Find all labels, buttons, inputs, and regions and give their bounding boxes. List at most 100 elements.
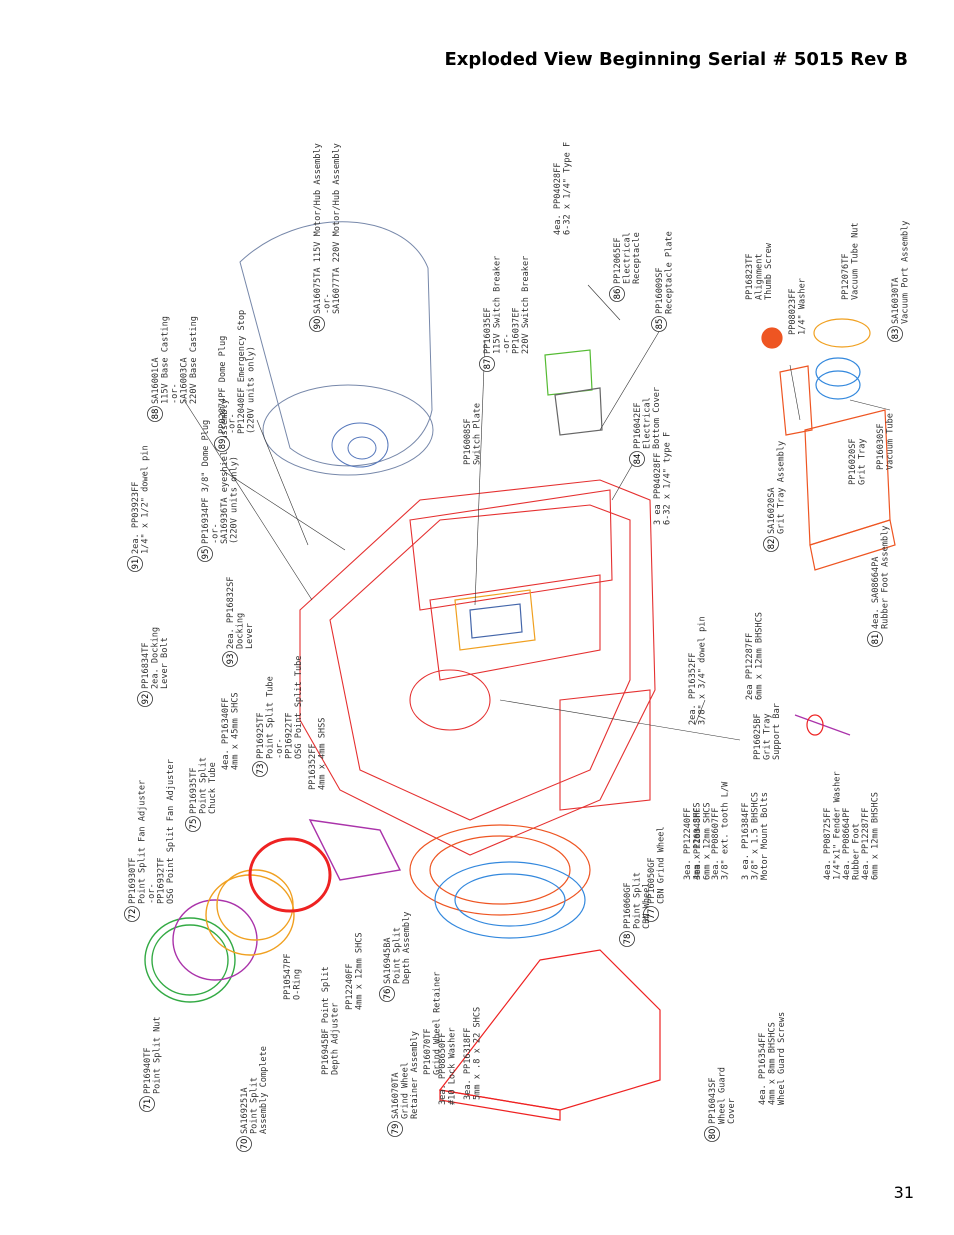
callout-90: SA16075TA 115V Motor/Hub Assembly-or-SA1…	[309, 143, 342, 332]
callout-text: PP16945BF Point Split	[321, 966, 331, 1075]
callout-text: 3/8" ext. tooth L/W	[721, 781, 731, 880]
callout-text: SA169251A	[240, 1087, 250, 1134]
callout-text: Point Split	[199, 757, 209, 814]
callout-text: -or-	[170, 383, 180, 404]
callout-text: Vacuum Port Assembly	[901, 221, 911, 324]
wheel-guard-drawing	[438, 949, 661, 1121]
callout-number-circle	[137, 691, 153, 707]
callout-text: PP16060GF	[623, 882, 633, 929]
callout-text: 3ea. PP12240FF	[683, 808, 693, 880]
callout-text: Depth Adjuster	[331, 1003, 341, 1075]
callout-number: 81	[871, 634, 881, 645]
callout-number-circle	[222, 651, 238, 667]
callout-text: 220V Base Casting	[189, 316, 199, 404]
callout-95: PP16934PF 3/8" Dome Plug-or-SA16936TA ey…	[197, 399, 240, 562]
callout-number-circle	[139, 1096, 155, 1112]
callout-text: 3ea. PP16348FF	[693, 808, 703, 880]
callout-text: 2ea. PP16352FF	[688, 653, 698, 725]
callout-text: Cover	[727, 1098, 737, 1124]
callout-text: PP16932TF	[157, 857, 167, 904]
callout-text: PP12076TF	[841, 253, 851, 300]
callout-text: PP12040EF Emergency Stop	[237, 310, 247, 434]
callout-text: -or-	[323, 293, 333, 314]
callout-text: Point Split Tube	[266, 676, 276, 759]
callout-number-circle	[387, 1121, 403, 1137]
callout-number: 90	[313, 319, 323, 330]
callout-number: 95	[201, 549, 211, 560]
callout-number: 72	[128, 909, 138, 920]
callout-text: Retainer Assembly	[410, 1031, 420, 1119]
callout-text: PP16050GF	[647, 857, 657, 904]
callout-text: PP02874PF Dome Plug	[218, 336, 228, 434]
callout-text: -or-	[228, 413, 238, 434]
callout-text: 4ea. PP08725FF	[823, 808, 833, 880]
callout-text: Rubber Foot	[852, 823, 862, 880]
callout-text: PP16037EF	[512, 307, 522, 354]
callout-text: 3ea. PP16318FF	[463, 1028, 473, 1100]
callout-number-circle	[629, 451, 645, 467]
callout-text: PP16823TF	[745, 253, 755, 300]
callout-text: 3/8" x 1.5 BHSHCS	[751, 792, 761, 880]
callout-number-circle	[887, 326, 903, 342]
callout-text: PP16043SF	[708, 1077, 718, 1124]
callout-text: 4ea. PP16354FF	[758, 1033, 768, 1105]
callout-number: 82	[767, 539, 777, 550]
callout-text: Wheel Guard Screws	[777, 1012, 787, 1105]
callout-text: 4mm x 8mm BHSHCS	[768, 1022, 778, 1105]
callout-text: 3/8" x 3/4" dowel pin	[698, 616, 708, 725]
switch-plate-drawing	[454, 589, 536, 651]
callout-text: PP16030SF	[876, 423, 886, 470]
callout-text: Lever	[245, 623, 255, 649]
callout-text: Bottom Cover	[652, 387, 662, 449]
callout-text: PP16352FF	[308, 743, 318, 790]
callout-text: PP16834TF	[141, 642, 151, 689]
callout-text: O-Ring	[293, 969, 303, 1000]
callout-text: OSG Point Split Tube	[294, 656, 304, 759]
callout-number: 89	[218, 439, 228, 450]
callout-number-circle	[124, 906, 140, 922]
callout-text: Docking	[236, 613, 246, 649]
callout-text: 6mm x 12mm BHSHCS	[871, 792, 881, 880]
callout-text: 1/4" Washer	[798, 278, 808, 335]
grind-wheel-drawing	[409, 824, 591, 939]
callout-number: 93	[226, 654, 236, 665]
callout-text: 220V Switch Breaker	[521, 256, 531, 354]
callout-text: 2ea PP12287FF	[745, 633, 755, 700]
callout-text: 6-32 x 1/4" type F	[663, 432, 673, 525]
callout-text: SA16945BA	[383, 937, 393, 984]
callout-text: SA16003CA	[180, 357, 190, 404]
callout-text: Wheel Guard	[718, 1067, 728, 1124]
callout-text: Alignment	[755, 253, 765, 300]
callout-text: 6-32 x 1/4" Type F	[563, 142, 573, 235]
callout-text: SA16070TA	[391, 1072, 401, 1119]
callout-text: 4mm x 45mm SHCS	[231, 692, 241, 770]
callout-number: 85	[655, 319, 665, 330]
callout-text: 2ea. Docking	[151, 627, 161, 689]
callout-text: 3 ea PP04028FF	[653, 453, 663, 525]
callout-text: PP16035EF	[483, 307, 493, 354]
rubber-foot-drawing	[794, 714, 851, 736]
callout-text: 4ea. PP04028FF	[553, 163, 563, 235]
callout-text: Assembly Complete	[259, 1046, 269, 1134]
callout-number: 70	[240, 1139, 250, 1150]
callout-text: SA16030TA	[891, 277, 901, 324]
